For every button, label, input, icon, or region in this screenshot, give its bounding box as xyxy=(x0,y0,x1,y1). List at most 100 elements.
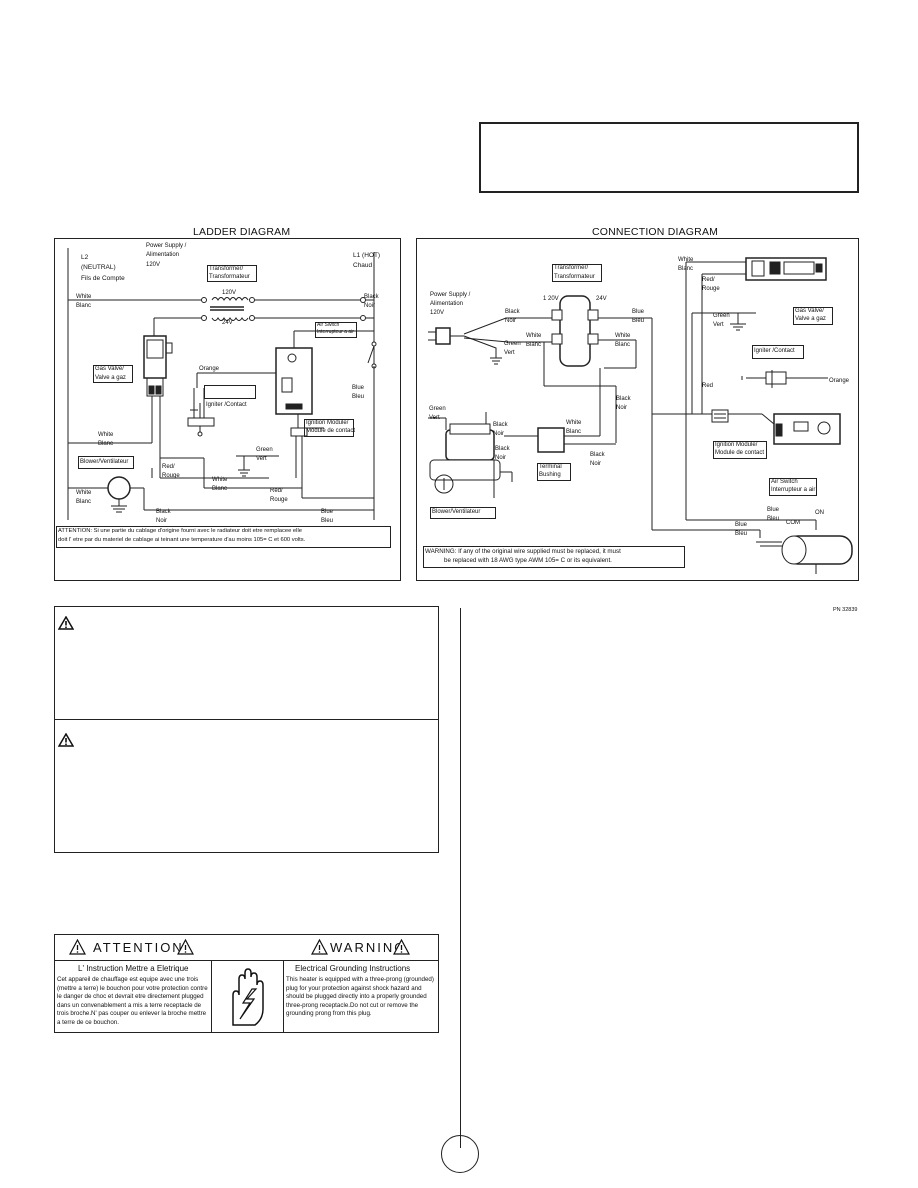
caution-triangle-icon xyxy=(58,616,74,630)
conn-warning-box xyxy=(423,546,685,568)
conn-terminal-label: Terminal xyxy=(539,464,562,470)
ladder-white-top: White xyxy=(76,294,92,300)
ladder-fils-label: Fils de Compte xyxy=(81,275,125,282)
ladder-module-contact-label: Module de contact xyxy=(306,428,356,434)
ladder-transformateur-label: Transformateur xyxy=(209,274,250,280)
conn-valve-gaz-label: Valve a gaz xyxy=(795,316,826,322)
ladder-red-left: Red/ xyxy=(162,464,175,470)
conn-rouge-top: Rouge xyxy=(702,286,720,292)
conn-noir-4: Noir xyxy=(495,455,507,461)
conn-com-label: COM xyxy=(786,520,800,526)
conn-blower-box xyxy=(430,507,496,519)
ladder-diagram-frame xyxy=(54,238,401,581)
french-grounding-body: Cet appareil de chauffage est equipe ave… xyxy=(57,976,208,1026)
conn-vert-3: Vert xyxy=(429,415,440,421)
conn-green-1: Green xyxy=(504,341,521,347)
ladder-white-low: White xyxy=(212,477,228,483)
conn-blanc-2: Blanc xyxy=(615,342,631,348)
ladder-l1-label: L1 (HOT) xyxy=(353,252,381,259)
ladder-black-top: Black xyxy=(364,294,379,300)
ladder-blanc-mid: Blanc xyxy=(98,441,114,447)
conn-ignition-module-label: Ignition Module/ xyxy=(715,442,758,448)
ladder-blanc-blower: Blanc xyxy=(76,499,92,505)
conn-black-2: Black xyxy=(616,396,631,402)
ladder-blue-label: Blue xyxy=(352,385,365,391)
conn-noir-3: Noir xyxy=(493,431,505,437)
ladder-air-switch-box xyxy=(315,322,357,338)
grounding-notice-header-rule xyxy=(54,960,439,961)
ladder-voltage-label: 120V xyxy=(146,262,161,268)
ladder-black-low: Black xyxy=(156,509,171,515)
ladder-diagram-wiring xyxy=(67,248,377,520)
connection-diagram-title: CONNECTION DIAGRAM xyxy=(592,226,719,238)
ladder-diagram-title: LADDER DIAGRAM xyxy=(193,226,291,238)
conn-warning-line1: WARNING: If any of the original wire sup… xyxy=(425,548,621,555)
conn-interrupteur-label: Interrupteur a air xyxy=(771,487,816,493)
ladder-vert-label: Vert xyxy=(256,456,267,462)
conn-bushing-label: Bushing xyxy=(539,472,561,478)
conn-voltage-label: 120V xyxy=(430,310,445,316)
conn-black-4: Black xyxy=(495,446,510,452)
grounding-notice-col1 xyxy=(211,960,212,1033)
conn-vert-2: Vert xyxy=(713,322,724,328)
ladder-valve-gaz-label: Valve a gaz xyxy=(95,375,126,381)
warning-panel-divider xyxy=(54,719,439,720)
part-number: PN 32839 xyxy=(833,607,858,613)
warning-triangle-icon xyxy=(393,939,410,955)
ladder-white-mid: White xyxy=(98,432,114,438)
ladder-noir-top: Noir xyxy=(364,303,376,309)
conn-white-top: White xyxy=(678,257,694,263)
english-grounding-body: This heater is equipped with a three-pro… xyxy=(286,976,434,1017)
conn-power-supply-label: Power Supply / xyxy=(430,292,471,298)
conn-white-1: White xyxy=(526,333,542,339)
grounding-notice-col2 xyxy=(283,960,284,1033)
conn-blanc-1: Blanc xyxy=(526,342,542,348)
conn-black-5: Black xyxy=(590,452,605,458)
warning-triangle-icon xyxy=(311,939,328,955)
ladder-attention-line1: ATTENTION: Si une partie du cablage d'or… xyxy=(58,528,302,534)
conn-transformer-label: Transformer/ xyxy=(554,265,589,271)
conn-green-2: Green xyxy=(713,313,730,319)
conn-blue-3: Blue xyxy=(735,522,748,528)
ladder-noir-low: Noir xyxy=(156,518,168,524)
conn-blanc-top: Blanc xyxy=(678,266,694,272)
ladder-bleu-low: Bleu xyxy=(321,518,334,524)
conn-noir-5: Noir xyxy=(590,461,602,467)
connection-diagram-wiring xyxy=(428,257,853,574)
ladder-neutral-label: (NEUTRAL) xyxy=(81,264,116,271)
ladder-transformer-box xyxy=(207,265,257,282)
ladder-blower-box xyxy=(78,456,134,469)
attention-triangle-icon xyxy=(177,939,194,955)
ladder-120v-label: 120V xyxy=(222,290,237,296)
attention-triangle-icon xyxy=(69,939,86,955)
page-number-circle xyxy=(441,1135,479,1173)
english-grounding-title: Electrical Grounding Instructions xyxy=(295,964,411,973)
ladder-attention-box xyxy=(56,526,391,548)
ladder-chaud-label: Chaud xyxy=(353,262,373,269)
ladder-blanc-low: Blanc xyxy=(212,486,228,492)
conn-warning-line2: be replaced with 18 AWG type AWM 105= C … xyxy=(444,557,612,564)
ladder-power-supply-label: Power Supply / xyxy=(146,243,187,249)
conn-air-switch-label: Air Switch xyxy=(771,479,798,485)
conn-terminal-box xyxy=(537,463,571,481)
caution-triangle-icon xyxy=(58,733,74,747)
conn-blue-2: Blue xyxy=(767,507,780,513)
conn-blanc-3: Blanc xyxy=(566,429,582,435)
ladder-l2-label: L2 xyxy=(81,254,89,261)
column-divider xyxy=(460,608,461,1148)
grounding-notice xyxy=(54,934,439,1033)
ladder-rouge-left: Rouge xyxy=(162,473,180,479)
conn-air-switch-box xyxy=(769,478,817,496)
conn-120v-label: 1 20V xyxy=(543,296,559,302)
ladder-blue-low: Blue xyxy=(321,509,334,515)
ladder-gas-valve-box xyxy=(93,365,133,383)
conn-noir-2: Noir xyxy=(616,405,628,411)
warning-panels-frame xyxy=(54,606,439,853)
conn-igniter-label: Igniter /Contact xyxy=(754,348,795,354)
conn-igniter-box xyxy=(752,345,804,359)
ladder-green-label: Green xyxy=(256,447,273,453)
conn-vert-1: Vert xyxy=(504,350,515,356)
conn-alimentation-label: Alimentation xyxy=(430,301,464,307)
ladder-orange-label: Orange xyxy=(199,366,220,372)
conn-ignition-module-box xyxy=(713,441,767,459)
